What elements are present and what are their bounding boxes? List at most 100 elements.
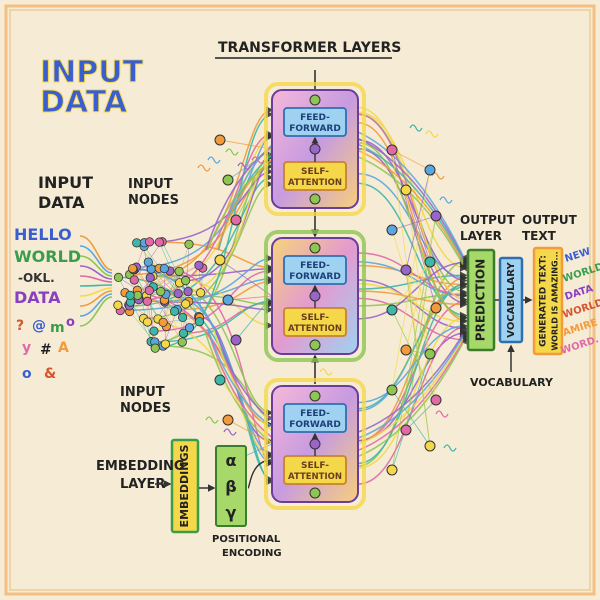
hidden-link: [391, 229, 431, 355]
input-node: [113, 272, 124, 283]
input-node: [129, 275, 139, 285]
input-nodes-top-line1: INPUT: [128, 177, 173, 192]
cluster-link: [129, 311, 156, 343]
input-node: [143, 257, 153, 267]
input-node: [125, 290, 135, 300]
greek-alpha: α: [226, 451, 237, 470]
input-flow-line: [79, 284, 113, 287]
flow-curve: [357, 106, 468, 304]
vocabulary-box-label: VOCABULARY: [506, 262, 517, 338]
greek-gamma: γ: [226, 503, 237, 522]
greek-beta: β: [225, 477, 236, 496]
squiggle-mark: [439, 196, 453, 204]
block-node: [309, 290, 321, 302]
block-node: [309, 94, 321, 106]
output-text-line2: TEXT: [522, 229, 557, 243]
transformer-block: FEED-FORWARD SELF-ATTENTION: [264, 378, 366, 510]
feed-forward-label: FORWARD: [289, 420, 341, 430]
block-halo: [264, 230, 366, 362]
input-node: [144, 285, 154, 296]
generated-text-box: GENERATED TEXT: WORLD IS AMAZING...: [532, 246, 564, 356]
input-node-cluster: [113, 237, 208, 353]
input-node: [174, 266, 184, 276]
hidden-link: [219, 139, 273, 150]
squiggle-mark: [205, 416, 219, 424]
block-node: [309, 339, 321, 351]
hidden-link: [405, 269, 431, 447]
input-node: [183, 286, 193, 297]
hidden-link: [405, 261, 431, 431]
input-node: [159, 264, 169, 274]
self-attention-label: SELF-: [301, 313, 329, 323]
input-symbol: #: [40, 342, 52, 358]
input-data-label-line2: DATA: [38, 193, 85, 212]
hidden-node: [386, 144, 398, 156]
generated-text-line1: GENERATED TEXT:: [539, 255, 549, 347]
self-attention-label: SELF-: [301, 461, 329, 471]
hidden-node: [230, 214, 242, 226]
input-flow-line: [79, 293, 113, 317]
input-flow-line: [79, 265, 113, 280]
hidden-node: [222, 174, 234, 186]
input-flow-line: [79, 255, 113, 277]
embedding-layer-line1: EMBEDDING: [96, 459, 185, 474]
output-word: NEW: [564, 246, 592, 265]
input-node: [144, 237, 155, 247]
input-data-label-line1: INPUT: [38, 173, 93, 192]
squiggle-mark: [251, 156, 265, 164]
flow-curve: [357, 297, 468, 344]
hidden-link: [391, 215, 437, 471]
prediction-label: PREDICTION: [474, 259, 488, 341]
squiggle-mark: [237, 162, 251, 170]
squiggle-mark: [207, 156, 221, 164]
squiggle-mark: [425, 130, 439, 138]
positional-encoding-line2: ENCODING: [222, 548, 282, 559]
input-node: [158, 317, 168, 327]
hidden-node: [400, 424, 412, 436]
flow-curve: [357, 139, 468, 285]
input-node: [184, 323, 195, 333]
flow-curve: [357, 111, 468, 272]
input-node: [178, 312, 188, 323]
embedding-layer-line2: LAYER: [120, 477, 165, 492]
input-node: [113, 300, 123, 310]
self-attention-label: SELF-: [301, 167, 329, 177]
input-node: [184, 239, 194, 249]
input-nodes-bottom-line1: INPUT: [120, 385, 165, 400]
hidden-link: [391, 215, 437, 231]
input-node: [156, 286, 166, 297]
flow-curve: [357, 273, 468, 442]
frame-border-inner: [9, 9, 591, 591]
hidden-node: [400, 184, 412, 196]
corner-title-line1: INPUT: [40, 55, 144, 90]
squiggle-mark: [223, 428, 237, 436]
flow-curve: [357, 290, 468, 309]
block-halo: [264, 378, 366, 510]
input-word: WORLD: [14, 247, 81, 266]
input-flow-line: [79, 287, 113, 297]
hidden-link: [391, 353, 431, 471]
flow-curve: [120, 254, 274, 312]
input-node: [181, 275, 191, 286]
self-attention-label: ATTENTION: [288, 472, 342, 482]
input-nodes-bottom-line2: NODES: [120, 401, 171, 416]
input-symbol: &: [44, 366, 56, 382]
feed-forward-label: FEED-: [300, 409, 330, 419]
block-node: [309, 143, 321, 155]
hidden-node: [386, 224, 398, 236]
squiggle-mark: [319, 368, 333, 376]
input-node: [149, 326, 159, 336]
hidden-link: [391, 169, 431, 391]
input-flow-line: [79, 290, 113, 307]
output-text-line1: OUTPUT: [522, 213, 578, 227]
input-node: [160, 339, 170, 349]
block-node: [309, 438, 321, 450]
feed-forward-label: FORWARD: [289, 272, 341, 282]
flow-curve: [357, 258, 468, 320]
hidden-node: [230, 334, 242, 346]
output-words: NEW WORLD DATA WORLD AMIRE WORD...: [560, 246, 600, 357]
input-node: [132, 238, 142, 248]
input-node: [145, 273, 155, 283]
